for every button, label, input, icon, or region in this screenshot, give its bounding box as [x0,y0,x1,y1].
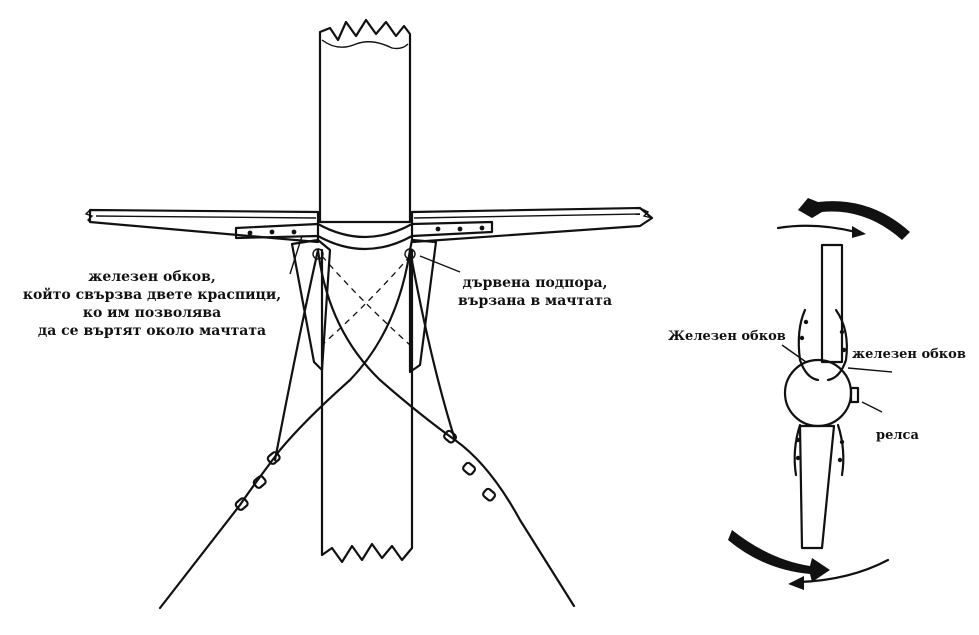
rail-leader [861,401,883,413]
label-support-2: вързана в мачтата [458,293,612,309]
label-iron-band-2: който свързва двете краспици, [23,286,281,303]
iron-band-leader [289,235,303,275]
label-iron-band-right: железен обков [852,347,966,362]
support-leader [419,255,461,273]
label-iron-band-3: ко им позволява [83,305,221,321]
label-rail: релса [876,428,919,443]
left-band-leader [781,344,807,363]
iron-band-left-view [234,220,494,250]
rail [849,386,860,404]
hidden-lines [321,255,411,346]
shackles [234,429,497,511]
label-support-1: дървена подпора, [463,275,608,291]
iron-band-top-view [793,308,848,477]
rotation-arrows [728,198,910,590]
top-spreaders [798,243,844,550]
mast [318,18,414,564]
right-top-view: Железен обков железен обков релса [668,198,966,590]
label-iron-band-4: да се въртят около мачтата [38,323,266,339]
left-front-view: железен обков, който свързва двете красп… [23,18,654,610]
label-iron-band-left: Железен обков [668,329,786,344]
label-iron-band-1: железен обков, [88,269,216,285]
right-band-leader [847,367,893,373]
